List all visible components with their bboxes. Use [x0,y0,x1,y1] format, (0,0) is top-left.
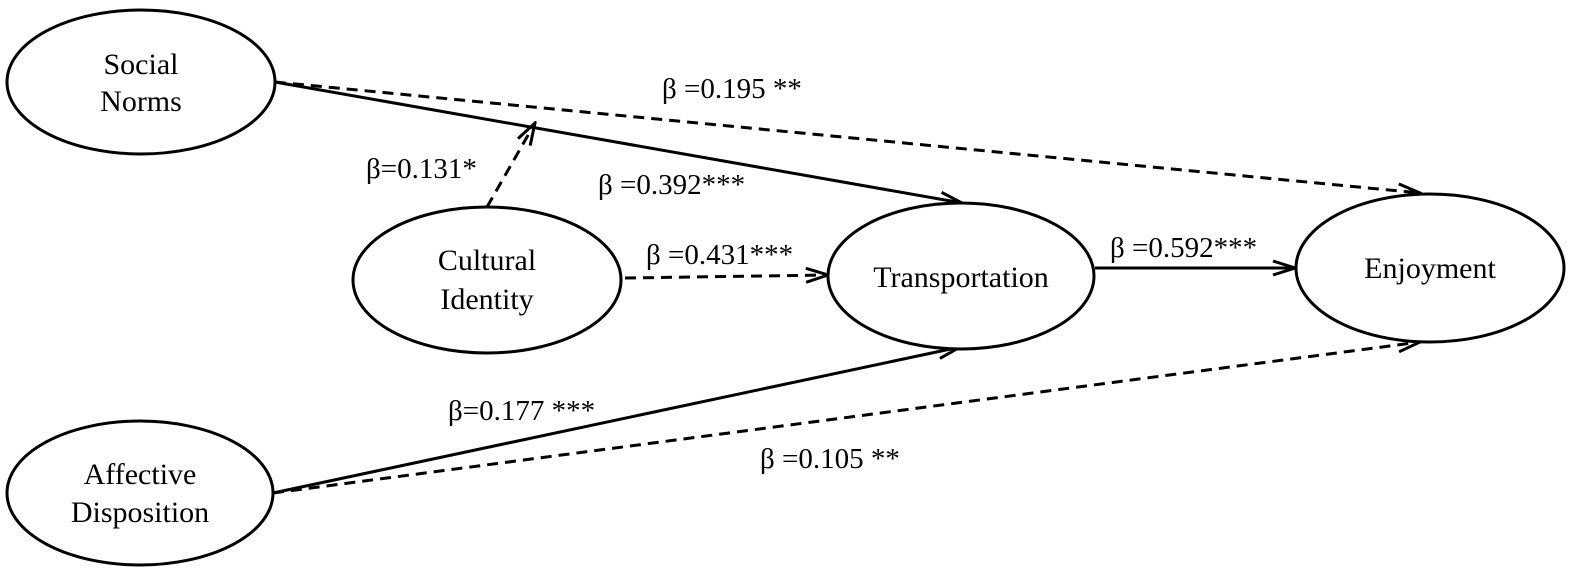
edge-social-norms-to-enjoyment [274,80,1420,193]
node-cultural-identity-label-line1: Cultural [438,244,536,277]
edge-label-social-norms-to-enjoyment: β =0.195 ** [662,73,802,105]
edge-label-cultural-identity-to-transportation: β =0.431*** [646,239,793,271]
node-cultural-identity-label-line2: Identity [440,283,533,316]
edge-label-affective-disposition-to-enjoyment: β =0.105 ** [760,443,900,475]
node-affective-disposition-label-line1: Affective [84,458,197,491]
edge-label-transportation-to-enjoyment: β =0.592*** [1110,232,1257,264]
node-affective-disposition-label-line2: Disposition [71,496,209,529]
node-social-norms: Social Norms [5,8,277,156]
node-affective-disposition: Affective Disposition [5,419,275,567]
edge-label-cultural-identity-moderation: β=0.131* [366,153,477,185]
node-cultural-identity: Cultural Identity [351,205,623,355]
edge-cultural-identity-to-transportation [624,275,828,278]
edge-label-social-norms-to-transportation: β =0.392*** [598,169,745,201]
edge-social-norms-to-transportation [274,80,962,203]
node-enjoyment-label: Enjoyment [1364,252,1496,285]
edge-affective-disposition-to-enjoyment [272,342,1420,495]
edge-label-affective-disposition-to-transportation: β=0.177 *** [448,395,595,427]
node-social-norms-label-line2: Norms [100,85,182,118]
node-enjoyment: Enjoyment [1294,192,1566,344]
node-transportation-label: Transportation [873,261,1049,294]
edge-cultural-identity-moderation [485,123,535,208]
node-transportation: Transportation [826,201,1096,351]
edge-affective-disposition-to-transportation [272,347,960,495]
node-social-norms-label-line1: Social [104,48,179,81]
